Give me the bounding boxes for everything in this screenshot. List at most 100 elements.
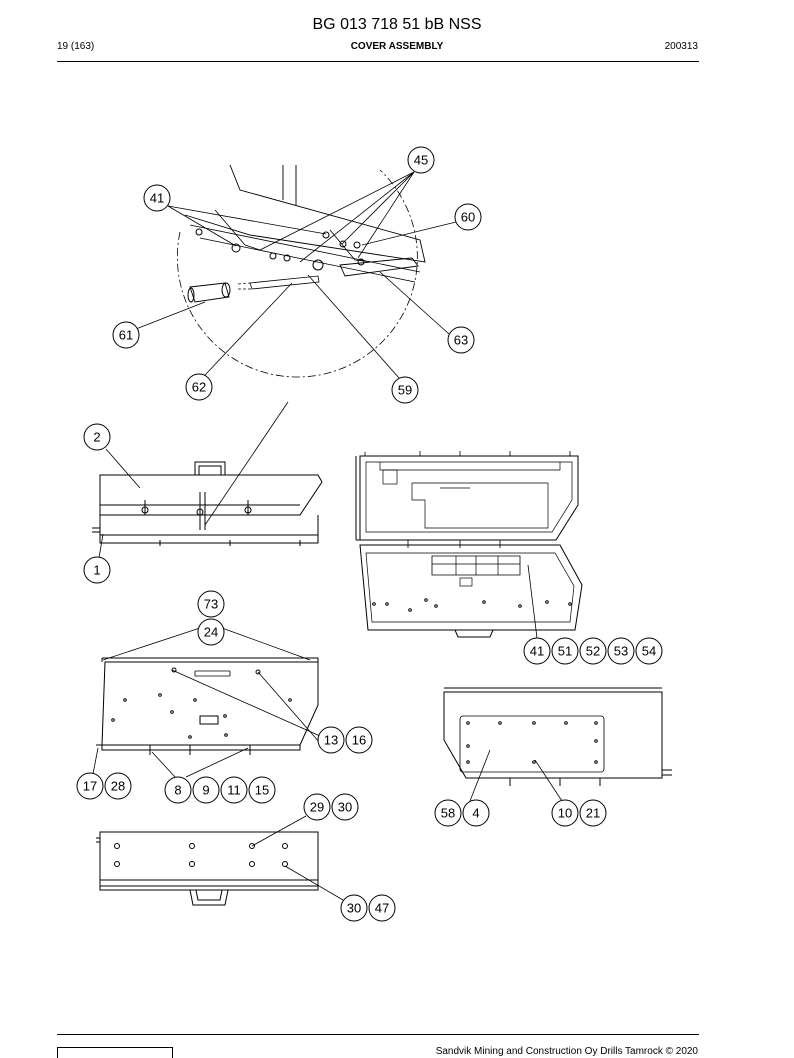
callout-41: 41 xyxy=(143,184,171,212)
callout-52: 52 xyxy=(579,637,607,665)
detail-view xyxy=(176,164,426,378)
document-date: 200313 xyxy=(664,41,698,52)
callout-label: 73 xyxy=(204,597,218,612)
hole xyxy=(123,698,127,702)
leader-line xyxy=(105,448,141,489)
hole xyxy=(288,698,292,702)
leader-line xyxy=(167,205,327,235)
hole xyxy=(498,721,502,725)
callout-16: 16 xyxy=(345,726,373,754)
callout-label: 51 xyxy=(558,644,572,659)
callout-58: 58 xyxy=(434,799,462,827)
hole xyxy=(594,739,598,743)
hole xyxy=(434,604,438,608)
callout-label: 16 xyxy=(352,733,366,748)
leader-line xyxy=(151,751,177,779)
callout-63: 63 xyxy=(447,326,475,354)
hole xyxy=(114,843,120,849)
callout-30: 30 xyxy=(331,793,359,821)
leader-line xyxy=(185,747,249,778)
hole xyxy=(532,760,536,764)
callout-label: 41 xyxy=(530,644,544,659)
callout-13: 13 xyxy=(317,726,345,754)
hole xyxy=(111,718,115,722)
callout-51: 51 xyxy=(551,637,579,665)
hole xyxy=(466,721,470,725)
hole xyxy=(466,744,470,748)
callout-label: 21 xyxy=(586,806,600,821)
callout-label: 41 xyxy=(150,191,164,206)
callout-label: 10 xyxy=(558,806,572,821)
hole xyxy=(482,600,486,604)
hole xyxy=(568,602,572,606)
callout-label: 11 xyxy=(227,783,241,798)
callout-leader-lines xyxy=(92,171,563,901)
callout-45: 45 xyxy=(407,146,435,174)
hole xyxy=(114,861,120,867)
callout-59: 59 xyxy=(391,376,419,404)
callout-10: 10 xyxy=(551,799,579,827)
callout-label: 15 xyxy=(255,783,269,798)
callout-label: 63 xyxy=(454,333,468,348)
callout-label: 59 xyxy=(398,383,412,398)
callout-label: 58 xyxy=(441,806,455,821)
callout-17: 17 xyxy=(76,772,104,800)
callout-28: 28 xyxy=(104,772,132,800)
hole xyxy=(223,714,227,718)
hole xyxy=(249,843,255,849)
hole xyxy=(408,608,412,612)
callout-60: 60 xyxy=(454,203,482,231)
footer-copyright: Sandvik Mining and Construction Oy Drill… xyxy=(435,1046,698,1057)
callout-9: 9 xyxy=(192,776,220,804)
cover-assembly-open-view xyxy=(355,451,583,638)
leader-line xyxy=(135,301,206,330)
hole xyxy=(188,735,192,739)
hole xyxy=(594,760,598,764)
cover-assembly-front-view xyxy=(92,461,323,546)
leader-line xyxy=(379,271,450,335)
leader-line xyxy=(251,815,307,847)
hole xyxy=(545,600,549,604)
callout-73: 73 xyxy=(197,590,225,618)
callout-label: 60 xyxy=(461,210,475,225)
leader-line xyxy=(284,865,344,901)
callout-label: 30 xyxy=(347,901,361,916)
callout-label: 61 xyxy=(119,328,133,343)
cover-top-view xyxy=(96,657,319,755)
header-rule xyxy=(57,61,699,62)
callout-1: 1 xyxy=(83,556,111,584)
hole xyxy=(385,602,389,606)
callout-4: 4 xyxy=(462,799,490,827)
hole xyxy=(249,861,255,867)
leader-line xyxy=(299,171,415,263)
callout-label: 4 xyxy=(472,806,479,821)
callout-15: 15 xyxy=(248,776,276,804)
callout-label: 2 xyxy=(93,430,100,445)
callout-29: 29 xyxy=(303,793,331,821)
detail-connector-line xyxy=(204,401,289,526)
hole xyxy=(372,602,376,606)
hole xyxy=(224,733,228,737)
callout-label: 13 xyxy=(324,733,338,748)
side-panel-view xyxy=(443,687,672,786)
leader-line xyxy=(534,759,563,802)
callout-label: 45 xyxy=(414,153,428,168)
hole xyxy=(189,861,195,867)
leader-line xyxy=(469,749,491,802)
leader-line xyxy=(341,171,415,245)
callout-61: 61 xyxy=(112,321,140,349)
hole xyxy=(532,721,536,725)
callout-label: 62 xyxy=(192,380,206,395)
leader-line xyxy=(259,171,415,251)
callout-label: 8 xyxy=(174,783,181,798)
callout-label: 54 xyxy=(642,644,656,659)
callout-label: 17 xyxy=(83,779,97,794)
hole xyxy=(189,843,195,849)
callout-label: 24 xyxy=(204,625,218,640)
hole xyxy=(170,710,174,714)
bottom-panel-view xyxy=(96,831,319,906)
callout-label: 52 xyxy=(586,644,600,659)
callout-2: 2 xyxy=(83,423,111,451)
